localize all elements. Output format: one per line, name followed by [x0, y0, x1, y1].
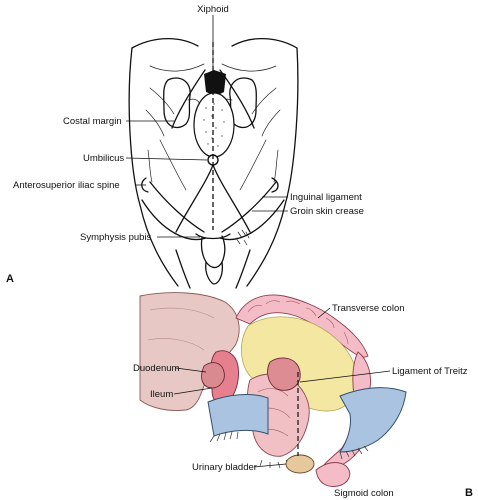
- transverse-colon: [235, 294, 369, 358]
- scrotum: [205, 261, 224, 285]
- left-asis: [141, 177, 149, 193]
- label-transverse-colon: Transverse colon: [332, 303, 405, 314]
- label-umbilicus: Umbilicus: [83, 153, 124, 164]
- torso-outline: [128, 47, 299, 287]
- label-costal-margin: Costal margin: [63, 116, 122, 127]
- label-symphysis-pubis: Symphysis pubis: [80, 232, 152, 243]
- urinary-bladder: [285, 454, 315, 474]
- panel-letter-b: B: [465, 487, 473, 499]
- right-retractor: [339, 387, 407, 453]
- chest-contour: [149, 63, 277, 72]
- liver-shading: [147, 307, 215, 351]
- stomach-stipple: [203, 103, 225, 147]
- label-sigmoid-colon: Sigmoid colon: [334, 488, 394, 499]
- label-duodenum: Duodenum: [133, 363, 180, 374]
- inguinal-ligament-line: [149, 181, 277, 233]
- panel-letter-a: A: [6, 273, 14, 285]
- label-inguinal-ligament: Inguinal ligament: [290, 192, 362, 203]
- jejunum-loop: [267, 357, 301, 391]
- aorta: [204, 70, 226, 96]
- label-xiphoid: Xiphoid: [197, 4, 229, 15]
- iliac-vessels: [175, 164, 251, 233]
- thigh-outline: [175, 249, 251, 289]
- groin-crease-line: [141, 199, 285, 241]
- left-retractor: [207, 394, 269, 437]
- right-asis: [271, 177, 279, 193]
- colon-haustra: [247, 300, 349, 345]
- label-ligament-of-treitz: Ligament of Treitz: [392, 366, 468, 377]
- panel-a-drawing: [128, 37, 299, 289]
- abdominal-contour: [147, 139, 279, 191]
- pubic-hair: [235, 229, 250, 246]
- panel-b-drawing: [139, 292, 407, 487]
- sigmoid-colon: [315, 462, 351, 487]
- label-ileum: Ileum: [150, 389, 173, 400]
- label-groin-skin-crease: Groin skin crease: [290, 206, 364, 217]
- stomach-outline: [193, 92, 235, 158]
- left-kidney: [163, 77, 191, 129]
- label-urinary-bladder: Urinary bladder: [192, 462, 257, 473]
- symphysis-region: [195, 233, 231, 269]
- chest-outline: [131, 37, 298, 49]
- label-anterosuperior-iliac-spine: Anterosuperior iliac spine: [13, 180, 120, 191]
- duodenum: [201, 362, 225, 389]
